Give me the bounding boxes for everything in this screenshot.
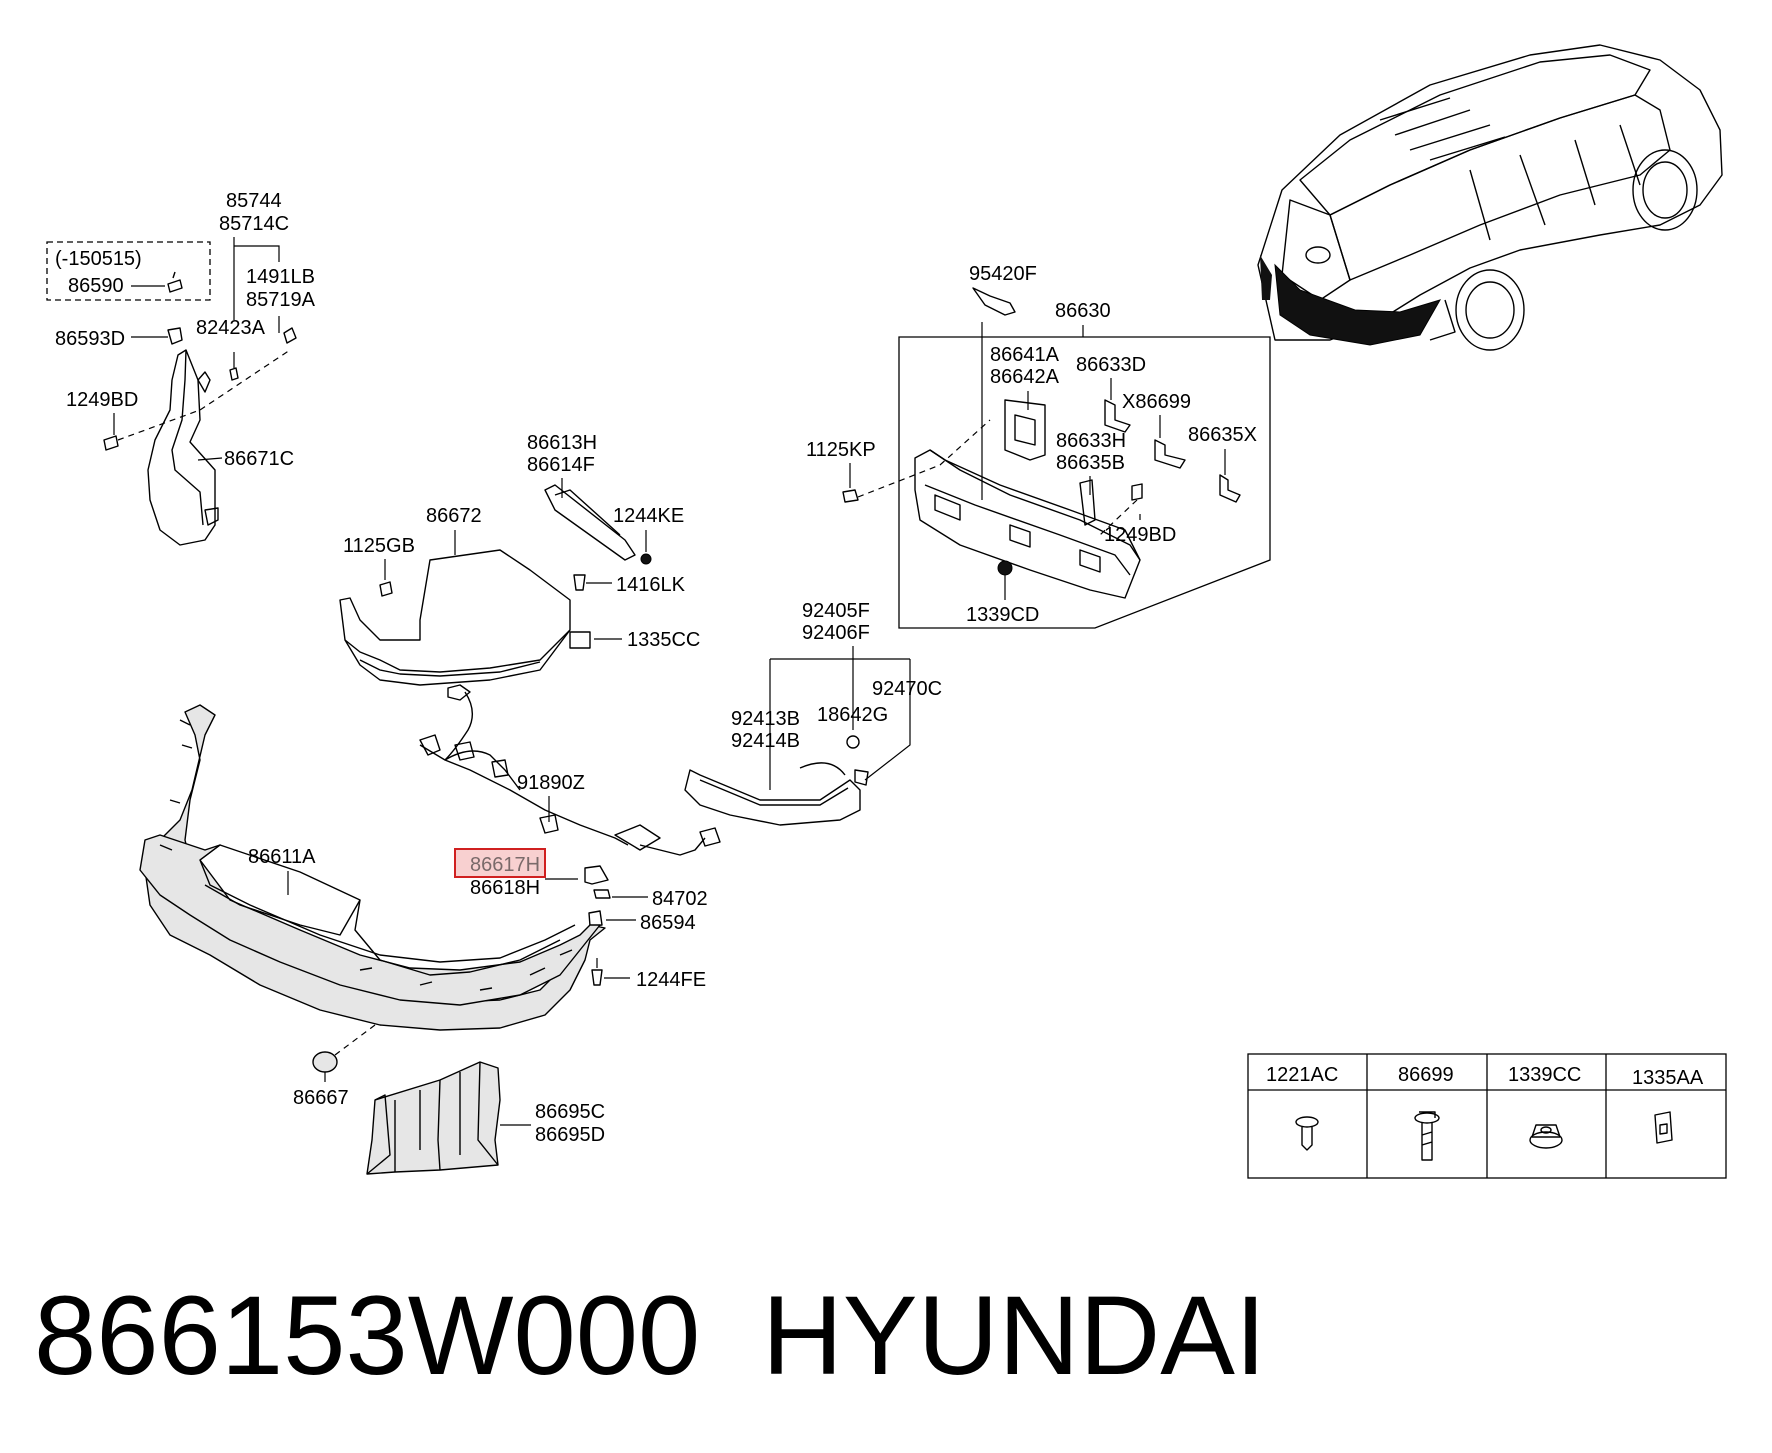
label-86590[interactable]: 86590: [68, 275, 124, 297]
label-86667[interactable]: 86667: [293, 1087, 349, 1109]
label-86618H[interactable]: 86618H: [470, 877, 540, 899]
label-86641A[interactable]: 86641A: [990, 344, 1060, 366]
label-X86699[interactable]: X86699: [1122, 391, 1191, 413]
clips-group: 84702 86594 1244FE: [588, 888, 708, 991]
label-18642G[interactable]: 18642G: [817, 704, 888, 726]
label-1125KP[interactable]: 1125KP: [806, 439, 876, 461]
highlight-86617H: 86617H 86618H: [454, 848, 609, 899]
table-header-1221AC: 1221AC: [1266, 1064, 1338, 1086]
label-1249BD-a[interactable]: 1249BD: [66, 389, 138, 411]
label-86630[interactable]: 86630: [1055, 300, 1111, 322]
label-86642A[interactable]: 86642A: [990, 366, 1060, 388]
label-92405F[interactable]: 92405F: [802, 600, 870, 622]
label-1416LK[interactable]: 1416LK: [616, 574, 686, 596]
mudguard-group: 85744 85714C (-150515) 86590 1491LB 8571…: [46, 190, 316, 546]
rear-lamp-group: 92405F 92406F 92470C 92413B 92414B 18642…: [684, 600, 942, 826]
label-86633H[interactable]: 86633H: [1056, 430, 1126, 452]
beam-assembly-group: 95420F 86630 86641A 86642A 86633D X86699…: [806, 263, 1271, 629]
label-92470C[interactable]: 92470C: [872, 678, 942, 700]
label-150515: (-150515): [55, 248, 142, 270]
label-86611A[interactable]: 86611A: [248, 846, 316, 868]
label-86695C[interactable]: 86695C: [535, 1101, 605, 1123]
side-bracket-group: 86613H 86614F 1244KE 1416LK 1335CC: [527, 432, 700, 651]
label-86593D[interactable]: 86593D: [55, 328, 125, 350]
fastener-table: 1221AC 86699 1339CC 1335AA: [1247, 1053, 1727, 1179]
label-92406F[interactable]: 92406F: [802, 622, 870, 644]
label-95420F[interactable]: 95420F: [969, 263, 1037, 285]
table-header-86699: 86699: [1398, 1064, 1454, 1086]
flange-bolt-icon: [1414, 1111, 1440, 1161]
label-1339CD[interactable]: 1339CD: [966, 604, 1039, 626]
label-1244KE[interactable]: 1244KE: [613, 505, 684, 527]
table-header-1335AA: 1335AA: [1632, 1067, 1704, 1089]
brand-caption: HYUNDAI: [762, 1273, 1267, 1398]
label-86614F[interactable]: 86614F: [527, 454, 595, 476]
label-86613H[interactable]: 86613H: [527, 432, 597, 454]
vehicle-illustration: [1257, 44, 1723, 351]
label-86695D[interactable]: 86695D: [535, 1124, 605, 1146]
label-91890Z[interactable]: 91890Z: [517, 772, 585, 794]
upper-cover-group: 86672 1125GB: [339, 505, 571, 686]
label-85714C[interactable]: 85714C: [219, 213, 289, 235]
label-86635B[interactable]: 86635B: [1056, 452, 1125, 474]
flange-nut-icon: [1529, 1124, 1563, 1149]
label-92413B[interactable]: 92413B: [731, 708, 800, 730]
label-82423A[interactable]: 82423A: [196, 317, 266, 339]
label-86594[interactable]: 86594: [640, 912, 696, 934]
bumper-cover-group: 86611A 86667: [139, 704, 606, 1109]
label-86617H[interactable]: 86617H: [470, 854, 540, 876]
label-1491LB[interactable]: 1491LB: [246, 266, 315, 288]
label-86672[interactable]: 86672: [426, 505, 482, 527]
part-number-caption: 866153W000: [34, 1273, 701, 1398]
label-86635X[interactable]: 86635X: [1188, 424, 1257, 446]
label-85744[interactable]: 85744: [226, 190, 282, 212]
label-1244FE[interactable]: 1244FE: [636, 969, 706, 991]
label-92414B[interactable]: 92414B: [731, 730, 800, 752]
label-86671C[interactable]: 86671C: [224, 448, 294, 470]
label-1335CC[interactable]: 1335CC: [627, 629, 700, 651]
screw-icon: [1295, 1116, 1319, 1151]
highlight-box: [454, 848, 546, 878]
under-cover-group: 86695C 86695D: [366, 1061, 605, 1175]
label-84702[interactable]: 84702: [652, 888, 708, 910]
clip-nut-icon: [1654, 1111, 1673, 1144]
label-1249BD-b[interactable]: 1249BD: [1104, 524, 1176, 546]
label-85719A[interactable]: 85719A: [246, 289, 316, 311]
wiring-harness-group: 91890Z: [419, 684, 721, 856]
label-1125GB[interactable]: 1125GB: [343, 535, 415, 557]
label-86633D[interactable]: 86633D: [1076, 354, 1146, 376]
table-header-1339CC: 1339CC: [1508, 1064, 1581, 1086]
